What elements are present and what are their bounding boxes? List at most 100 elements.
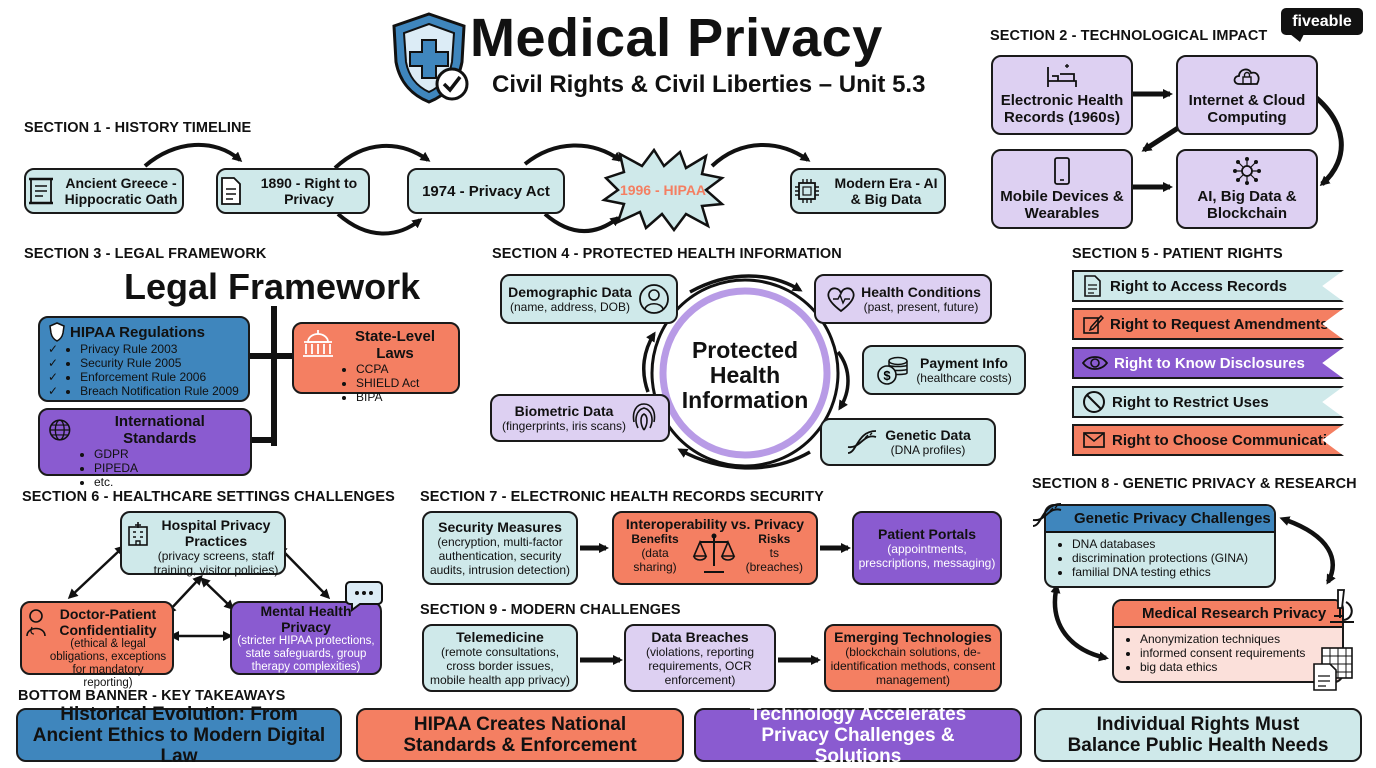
- hipaa-regulations-box[interactable]: HIPAA Regulations ✓✓✓✓ Privacy Rule 2003…: [38, 316, 250, 402]
- security-desc: (encryption, multi-factor authentication…: [429, 535, 571, 577]
- emerging-tech-box[interactable]: Emerging Technologies (blockchain soluti…: [824, 624, 1002, 692]
- risks-label: Risks: [758, 532, 791, 546]
- right-access-records[interactable]: Right to Access Records: [1072, 270, 1344, 302]
- hospital-privacy-box[interactable]: Hospital Privacy Practices (privacy scre…: [120, 511, 286, 577]
- phi-title: Demographic Data: [508, 284, 632, 300]
- section4-heading: SECTION 4 - PROTECTED HEALTH INFORMATION: [492, 246, 842, 262]
- page-title: Medical Privacy: [470, 8, 883, 68]
- phi-title: Payment Info: [920, 355, 1008, 371]
- tech-ai[interactable]: AI, Big Data & Blockchain: [1176, 149, 1318, 229]
- brand-badge[interactable]: fiveable: [1281, 8, 1363, 35]
- tech-ehr[interactable]: Electronic Health Records (1960s): [991, 55, 1133, 135]
- right-label: Right to Know Disclosures: [1114, 354, 1305, 372]
- tech-label: Electronic Health Records (1960s): [1000, 92, 1124, 126]
- tech-arrow-2: [1141, 125, 1180, 153]
- international-standards-box[interactable]: International Standards GDPR PIPEDA etc.: [38, 408, 252, 489]
- tech-mobile[interactable]: Mobile Devices & Wearables: [991, 149, 1133, 229]
- modern-desc: (blockchain solutions, de-identification…: [830, 645, 996, 687]
- shield-icon: [49, 322, 65, 342]
- modern-desc: (remote consultations, cross border issu…: [429, 645, 571, 687]
- phi-title: Genetic Data: [885, 427, 971, 443]
- phi-payment[interactable]: $ Payment Info (healthcare costs): [862, 345, 1026, 395]
- research-item: big data ethics: [1140, 660, 1342, 674]
- fingerprint-icon: [632, 403, 656, 431]
- timeline-modern-era[interactable]: Modern Era - AI & Big Data: [790, 168, 946, 214]
- tech-internet-cloud[interactable]: Internet & Cloud Computing: [1176, 55, 1318, 135]
- takeaway-label: Individual Rights Must Balance Public He…: [1067, 714, 1329, 756]
- checkmark-icons: ✓✓✓✓: [48, 342, 59, 398]
- doctor-icon: [26, 609, 46, 637]
- doctor-desc: (ethical & legal obligations, exceptions…: [49, 638, 167, 689]
- international-item: PIPEDA: [94, 461, 138, 475]
- state-item: CCPA: [356, 362, 452, 376]
- svg-text:$: $: [884, 368, 892, 383]
- right-know-disclosures[interactable]: Right to Know Disclosures: [1072, 347, 1344, 379]
- takeaway-technology[interactable]: Technology Accelerates Privacy Challenge…: [694, 704, 1022, 767]
- international-item: GDPR: [94, 447, 138, 461]
- timeline-1996-burst[interactable]: 1996 - HIPAA: [598, 148, 728, 232]
- shield-medical-check-icon: [392, 12, 469, 104]
- mental-health-box[interactable]: Mental Health Privacy (stricter HIPAA pr…: [230, 601, 382, 675]
- right-restrict-uses[interactable]: Right to Restrict Uses: [1072, 386, 1344, 418]
- phi-desc: (past, present, future): [863, 300, 979, 314]
- phi-biometric[interactable]: Biometric Data (fingerprints, iris scans…: [490, 394, 670, 442]
- scroll-icon: [29, 177, 53, 205]
- genetic-privacy-title: Genetic Privacy Challenges: [1046, 506, 1274, 533]
- tech-label: AI, Big Data & Blockchain: [1197, 188, 1297, 222]
- genetic-privacy-box[interactable]: Genetic Privacy Challenges DNA databases…: [1044, 504, 1276, 588]
- takeaway-label: HIPAA Creates National Standards & Enfor…: [403, 714, 637, 756]
- section5-heading: SECTION 5 - PATIENT RIGHTS: [1072, 246, 1283, 262]
- right-label: Right to Choose Communication: [1112, 431, 1346, 449]
- smartphone-icon: [1054, 157, 1070, 185]
- phi-demographic[interactable]: Demographic Data (name, address, DOB): [500, 274, 678, 324]
- state-item: SHIELD Act: [356, 376, 452, 390]
- section3-heading: SECTION 3 - LEGAL FRAMEWORK: [24, 246, 267, 262]
- coins-icon: $: [877, 356, 909, 385]
- timeline-label: 1974 - Privacy Act: [422, 182, 550, 200]
- phi-arrow-3: [677, 448, 811, 470]
- hospital-title: Hospital Privacy Practices: [161, 517, 271, 549]
- legal-framework-title: Legal Framework: [124, 266, 421, 307]
- takeaway-hipaa[interactable]: HIPAA Creates National Standards & Enfor…: [356, 708, 684, 762]
- s6-arrow-hospital-mental: [277, 544, 331, 600]
- portals-title: Patient Portals: [877, 526, 977, 542]
- medical-research-box[interactable]: Medical Research Privacy Anonymization t…: [1112, 599, 1344, 683]
- security-measures-box[interactable]: Security Measures (encryption, multi-fac…: [422, 511, 578, 585]
- interoperability-box[interactable]: Interoperability vs. Privacy Benefits (d…: [612, 511, 818, 585]
- timeline-arrow-1: [143, 142, 243, 168]
- risks-extra: ts: [769, 546, 779, 560]
- security-title: Security Measures: [438, 519, 562, 535]
- tech-label: Internet & Cloud Computing: [1188, 92, 1306, 126]
- right-request-amendments[interactable]: Right to Request Amendments: [1072, 308, 1344, 340]
- international-title: International Standards: [114, 413, 205, 447]
- phi-genetic[interactable]: Genetic Data (DNA profiles): [820, 418, 996, 466]
- hipaa-title: HIPAA Regulations: [70, 323, 206, 341]
- takeaway-historical[interactable]: Historical Evolution: From Ancient Ethic…: [16, 704, 342, 767]
- cloud-lock-icon: [1233, 68, 1260, 85]
- risks-desc: (breaches): [745, 560, 803, 574]
- phi-arrow-4: [641, 331, 656, 393]
- spreadsheet-icon: [1313, 647, 1353, 691]
- globe-icon: [49, 419, 71, 441]
- benefits-label: Benefits: [631, 532, 679, 546]
- section2-heading: SECTION 2 - TECHNOLOGICAL IMPACT: [990, 28, 1268, 44]
- timeline-1890[interactable]: 1890 - Right to Privacy: [216, 168, 370, 214]
- section9-heading: SECTION 9 - MODERN CHALLENGES: [420, 602, 681, 618]
- phi-health-conditions[interactable]: Health Conditions (past, present, future…: [814, 274, 992, 324]
- right-choose-communication[interactable]: Right to Choose Communication: [1072, 424, 1344, 456]
- telemedicine-box[interactable]: Telemedicine (remote consultations, cros…: [422, 624, 578, 692]
- genetic-item: familial DNA testing ethics: [1072, 565, 1274, 579]
- doctor-title: Doctor-Patient Confidentiality: [59, 606, 157, 638]
- prohibited-icon: [1083, 391, 1105, 413]
- section8-heading: SECTION 8 - GENETIC PRIVACY & RESEARCH: [1032, 476, 1357, 492]
- genetic-item: DNA databases: [1072, 537, 1274, 551]
- doctor-patient-box[interactable]: Doctor-Patient Confidentiality (ethical …: [20, 601, 174, 689]
- timeline-1974[interactable]: 1974 - Privacy Act: [407, 168, 565, 214]
- data-breaches-box[interactable]: Data Breaches (violations, reporting req…: [624, 624, 776, 692]
- state-laws-box[interactable]: State-Level Laws CCPA SHIELD Act BIPA: [292, 322, 460, 404]
- timeline-ancient-greece[interactable]: Ancient Greece - Hippocratic Oath: [24, 168, 184, 214]
- takeaway-individual-rights[interactable]: Individual Rights Must Balance Public He…: [1034, 708, 1362, 762]
- patient-portals-box[interactable]: Patient Portals (appointments, prescript…: [852, 511, 1002, 585]
- state-item: BIPA: [356, 390, 452, 404]
- brand-badge-tail: [1290, 34, 1304, 42]
